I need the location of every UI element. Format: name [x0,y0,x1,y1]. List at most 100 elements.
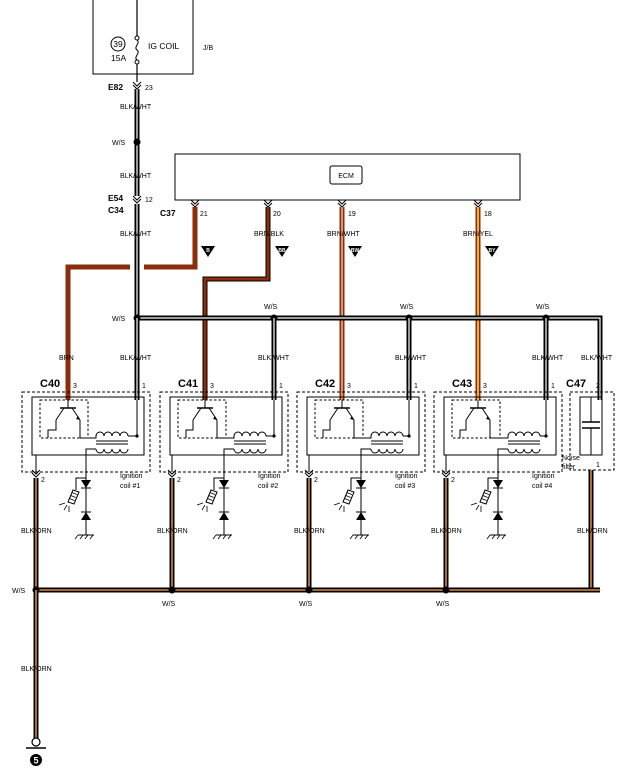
connector-c34: C34 [108,205,124,215]
fuse-box-label: J/B [203,45,213,52]
ecm-label: ECM [338,173,354,180]
c43-pin-1: 1 [551,383,555,390]
wire-label-blkorn-4: BLK/ORN [431,528,462,535]
svg-text:18: 18 [484,211,492,218]
connector-e54-symbol [132,195,142,204]
wire-label-ws-3: W/S [264,304,278,311]
wire-label-blkorn-3: BLK/ORN [294,528,325,535]
connector-e54-pin: 12 [145,197,153,204]
ignition-coil-4: C43 3 1 2 Ignition coil #4 [433,378,563,540]
wire-label-blkwht-c41: BLK/WHT [258,355,290,362]
noise-filter-label-2: filter [562,464,576,471]
wire-label-blkwht-c42: BLK/WHT [395,355,427,362]
noise-filter-c47 [569,391,615,471]
wire-label-brnyel: BRN/YEL [463,231,493,238]
svg-text:BW: BW [351,248,360,254]
fuse-terminal-bottom [134,59,140,65]
c43-pin-2: 2 [451,477,455,484]
ws-bus-top [137,315,603,400]
ignition-coil-2: C41 3 1 2 Ignition coil #2 [159,378,289,540]
wire-label-blkorn-1: BLK/ORN [21,528,52,535]
wire-label-ws-b4: W/S [436,601,450,608]
wire-label-blkorn-5: BLK/ORN [577,528,608,535]
ground-number: 5 [33,756,38,766]
svg-text:19: 19 [348,211,356,218]
c47-pin-2: 2 [596,383,600,390]
c40-pin-1: 1 [142,383,146,390]
wire-label-brn: BRN [59,355,74,362]
svg-text:B: B [206,248,210,254]
c47-pin-1: 1 [596,462,600,469]
wire-label-blkwht-3: BLK/WHT [120,231,152,238]
tag-by: BY [485,246,499,257]
wire-label-brnblk: BRN/BLK [254,231,284,238]
fuse-symbol [135,39,139,61]
coil-label-3: Ignition [395,473,418,480]
coil-label-1: Ignition [120,473,143,480]
coil-sublabel-4: coil #4 [532,483,552,490]
connector-e82-pin: 23 [145,85,153,92]
wire-label-ws-b3: W/S [299,601,313,608]
connector-c43: C43 [452,378,472,390]
wire-label-blkwht-2: BLK/WHT [120,173,152,180]
tag-b: B [201,246,215,257]
connector-c47: C47 [566,378,586,390]
tag-bb: BB [275,246,289,257]
wire-label-blkorn-2: BLK/ORN [157,528,188,535]
svg-text:BY: BY [489,248,497,254]
ecm-symbol [329,165,363,185]
fuse-amps: 15A [111,53,126,63]
svg-text:BB: BB [278,248,286,254]
wire-label-ws-b1: W/S [12,588,26,595]
connector-e82-symbol [132,81,142,90]
coil-label-4: Ignition [532,473,555,480]
c42-pin-2: 2 [314,477,318,484]
fuse-name: IG COIL [148,41,179,51]
ground-symbol [26,737,46,749]
svg-text:21: 21 [200,211,208,218]
wire-label-blkorn-ground: BLK/ORN [21,666,52,673]
coil-label-2: Ignition [258,473,281,480]
c40-pin-3: 3 [73,383,77,390]
wire-label-ws-2: W/S [112,316,126,323]
c42-pin-1: 1 [414,383,418,390]
fuse-number: 39 [113,39,123,49]
wire-label-ws-4: W/S [400,304,414,311]
wire-label-blkwht-1: BLK/WHT [120,104,152,111]
splice-ws-1 [133,138,141,146]
ground-number-circle [30,754,42,766]
c41-pin-2: 2 [177,477,181,484]
coil-sublabel-3: coil #3 [395,483,415,490]
noise-filter-label-1: Noise [562,455,580,462]
splice-ws-bottom-4 [442,586,450,594]
coil-sublabel-2: coil #2 [258,483,278,490]
splice-ws-bottom-3 [305,586,313,594]
wire-label-blkwht-c40: BLK/WHT [120,355,152,362]
svg-text:20: 20 [273,211,281,218]
ignition-coil-3: C42 3 1 2 Ignition coil #3 [296,378,426,540]
wire-label-blkwht-c47: BLK/WHT [581,355,613,362]
fuse-terminal-top [134,35,140,41]
tag-bw: BW [348,246,362,257]
c41-pin-3: 3 [210,383,214,390]
connector-e82: E82 [108,82,123,92]
c43-pin-3: 3 [483,383,487,390]
wire-label-ws-b2: W/S [162,601,176,608]
connector-c41: C41 [178,378,198,390]
wire-label-brnwht: BRN/WHT [327,231,360,238]
wire-label-blkwht-c43: BLK/WHT [532,355,564,362]
c42-pin-3: 3 [347,383,351,390]
c40-pin-2: 2 [41,477,45,484]
wire-label-ws-1: W/S [112,140,126,147]
connector-c40: C40 [40,378,60,390]
splice-ws-bottom-2 [168,586,176,594]
c41-pin-1: 1 [279,383,283,390]
fuse-number-circle [110,36,126,52]
connector-c37: C37 [160,208,176,218]
connector-c42: C42 [315,378,335,390]
wire-label-ws-5: W/S [536,304,550,311]
junction-block-outline [92,0,194,75]
wire-brnblk-c41 [202,207,271,400]
